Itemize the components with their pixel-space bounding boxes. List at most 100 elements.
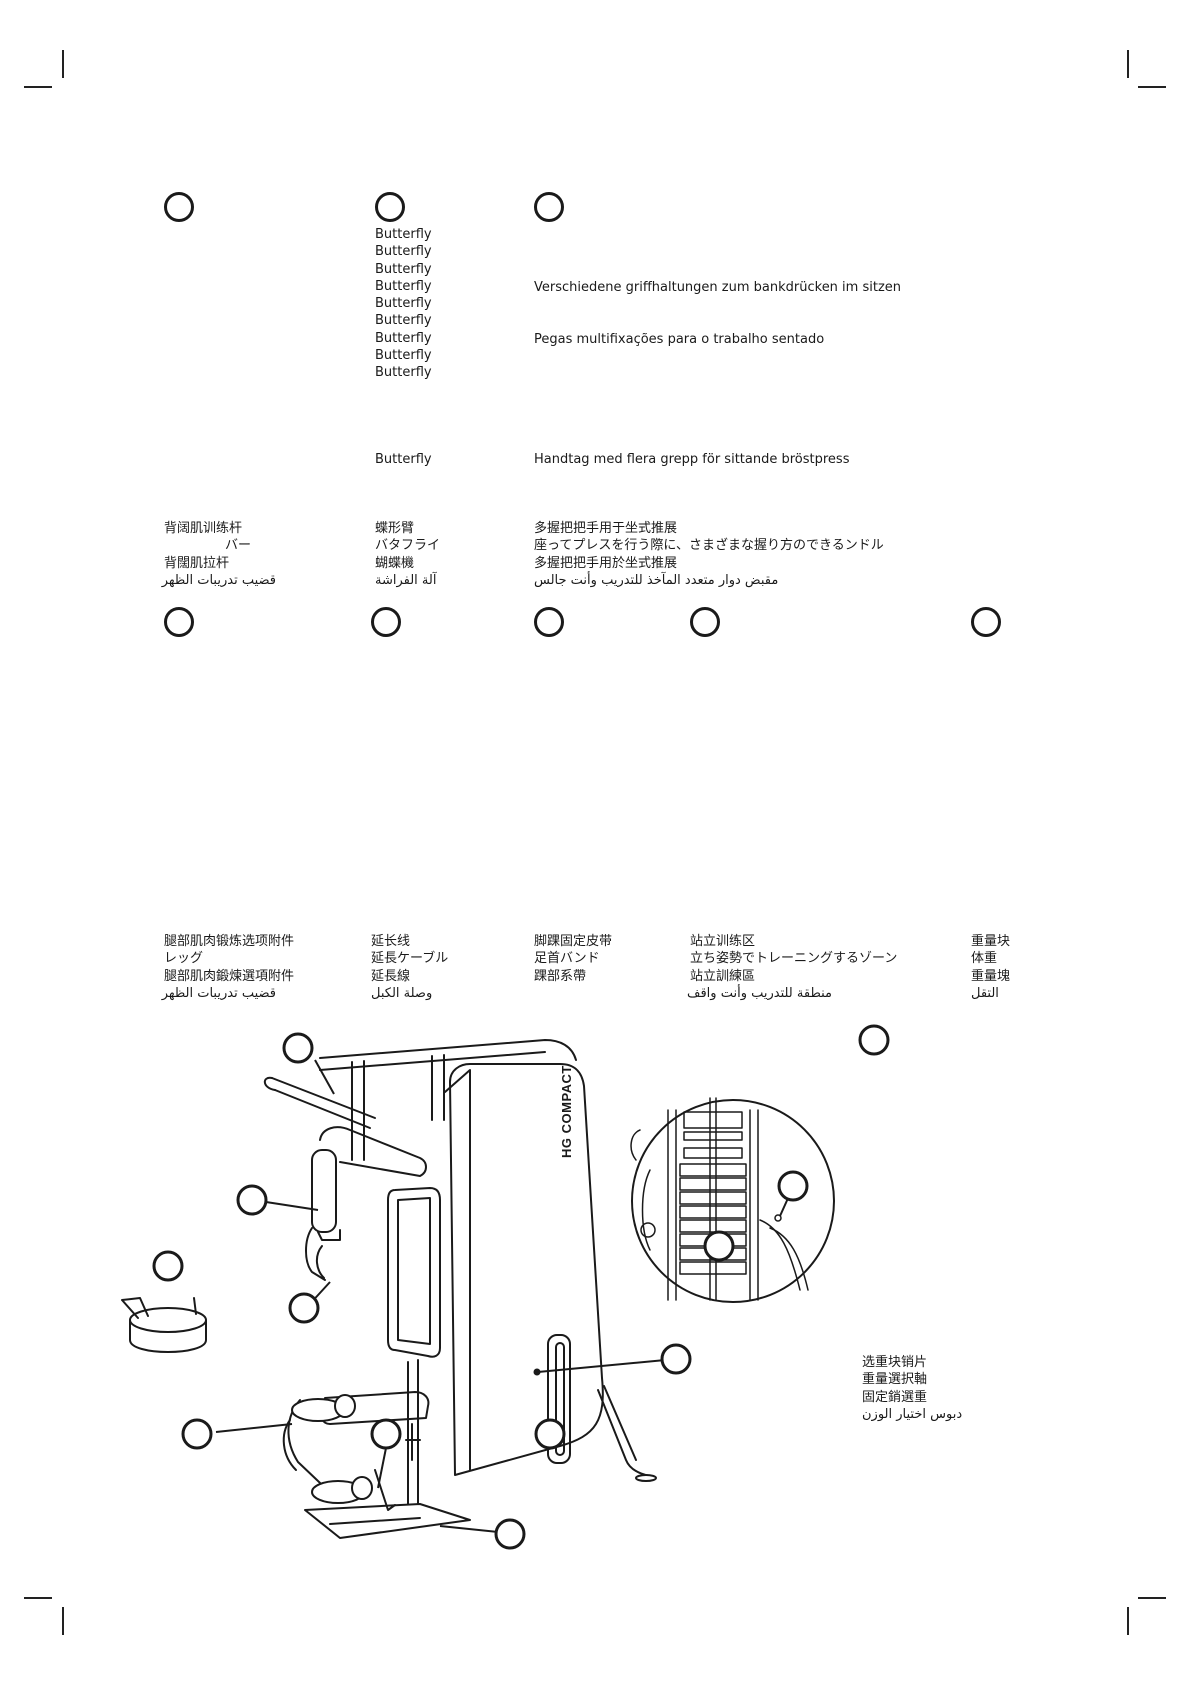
- multigrip-handle-label: مقبض دوار متعدد المآخذ للتدريب وأنت جالس: [534, 572, 779, 588]
- weight-stack-label: التقل: [971, 985, 999, 1001]
- part-marker-circle: [375, 192, 405, 222]
- callout-circle: [534, 1418, 566, 1450]
- standing-zone-label: 站立訓練區: [690, 968, 756, 984]
- callout-circle: [181, 1418, 213, 1450]
- butterfly-pad: [311, 1149, 337, 1233]
- lat-bar-label: 背闊肌拉杆: [164, 555, 230, 571]
- butterfly-label: Butterfly: [375, 365, 432, 381]
- weight-stack-labels: 重量块 体重 重量塊 التقل: [971, 933, 1010, 1002]
- lat-bar-drawing: [271, 1077, 376, 1129]
- multigrip-handle-label: 座ってプレスを行う際に、さまざまな握り方のできるンドル: [534, 538, 884, 554]
- lat-bar-labels: 背阔肌训练杆 バー 背闊肌拉杆 قضيب تدريبات الظهر: [161, 520, 276, 589]
- crop-mark: [1138, 1597, 1166, 1599]
- standing-zone-labels: 站立训练区 立ち姿勢でトレーニングするゾーン 站立訓練區 منطقة للتدر…: [687, 933, 898, 1002]
- callout-circle: [660, 1343, 692, 1375]
- multigrip-handle-sv: Handtag med flera grepp för sittande brö…: [534, 452, 850, 467]
- butterfly-label-sv: Butterfly: [375, 452, 432, 467]
- butterfly-label: آلة الفراشة: [375, 572, 437, 588]
- backrest: [387, 1187, 441, 1358]
- selector-pin-label: 重量選択軸: [862, 1372, 928, 1388]
- machine-tower: [449, 1063, 604, 1476]
- part-marker-circle: [690, 607, 720, 637]
- butterfly-arm-drawing: [319, 1126, 427, 1177]
- leg-attachment-labels: 腿部肌肉锻炼选项附件 レッグ 腿部肌肉鍛煉選項附件 قضيب تدريبات ا…: [161, 933, 295, 1002]
- ankle-strap-drawing: [121, 1297, 207, 1353]
- multigrip-handle-pt: Pegas multifixações para o trabalho sent…: [534, 332, 825, 347]
- callout-circle: [282, 1032, 314, 1064]
- leg-attachment-label: 腿部肌肉鍛煉選項附件: [164, 968, 295, 984]
- callout-circle: [236, 1184, 268, 1216]
- standing-zone-label: 立ち姿勢でトレーニングするゾーン: [690, 951, 898, 967]
- weight-stack-label: 体重: [971, 951, 998, 967]
- lat-bar-label: قضيب تدريبات الظهر: [161, 572, 276, 588]
- callout-circle: [703, 1230, 735, 1262]
- ankle-strap-labels: 脚踝固定皮带 足首バンド 踝部系帶: [534, 933, 612, 985]
- callout-circle: [288, 1292, 320, 1324]
- part-marker-circle: [164, 192, 194, 222]
- butterfly-label: Butterfly: [375, 278, 432, 294]
- extension-cable-label: 延长线: [371, 934, 411, 949]
- lat-bar-label: バー: [225, 538, 252, 554]
- crop-mark: [62, 50, 64, 78]
- butterfly-label: Butterfly: [375, 348, 432, 364]
- leg-attachment-label: قضيب تدريبات الظهر: [161, 985, 276, 1001]
- butterfly-label-list: Butterfly Butterfly Butterfly Butterfly …: [375, 226, 432, 382]
- part-marker-circle: [164, 607, 194, 637]
- crop-mark: [1127, 50, 1129, 78]
- butterfly-label: Butterfly: [375, 227, 432, 242]
- callout-circle: [370, 1418, 402, 1450]
- butterfly-label: Butterfly: [375, 313, 432, 329]
- leg-attachment-label: 腿部肌肉锻炼选项附件: [164, 934, 295, 949]
- weight-stack-label: 重量块: [971, 934, 1011, 949]
- part-marker-circle: [534, 192, 564, 222]
- brand-label: HG COMPACT: [559, 1065, 574, 1158]
- part-marker-circle: [371, 607, 401, 637]
- crop-mark: [1138, 86, 1166, 88]
- crop-mark: [24, 1597, 52, 1599]
- callout-circle: [777, 1170, 809, 1202]
- standing-zone-label: 站立训练区: [690, 934, 756, 949]
- multigrip-handle-label: 多握把把手用于坐式推展: [534, 521, 678, 536]
- selector-pin-label: 固定銷選重: [862, 1389, 928, 1405]
- callout-circle: [858, 1024, 890, 1056]
- weight-stack-detail-circle: [631, 1099, 835, 1303]
- ankle-strap-label: 脚踝固定皮带: [534, 934, 613, 949]
- butterfly-asian-labels: 蝶形臂 バタフライ 蝴蝶機 آلة الفراشة: [375, 520, 441, 589]
- selector-pin-label: دبوس اختيار الوزن: [862, 1406, 963, 1422]
- butterfly-label: バタフライ: [375, 538, 441, 554]
- part-marker-circle: [971, 607, 1001, 637]
- extension-cable-labels: 延长线 延長ケーブル 延長線 وصلة الكبل: [371, 933, 448, 1002]
- multigrip-handle-de: Verschiedene griffhaltungen zum bankdrüc…: [534, 280, 902, 295]
- top-frame: [319, 1039, 577, 1061]
- leg-attachment-label: レッグ: [164, 951, 204, 967]
- standing-zone-label: منطقة للتدريب وأنت واقف: [687, 985, 832, 1001]
- ankle-strap-label: 踝部系帶: [534, 968, 587, 984]
- callout-circle: [494, 1518, 526, 1550]
- multigrip-handle-drawing: [305, 1227, 326, 1281]
- selector-pin-labels: 选重块销片 重量選択軸 固定銷選重 دبوس اختيار الوزن: [862, 1354, 966, 1423]
- tower-slot: [547, 1334, 571, 1464]
- callout-circle: [152, 1250, 184, 1282]
- butterfly-label: 蝶形臂: [375, 521, 415, 536]
- ankle-strap-label: 足首バンド: [534, 951, 600, 967]
- multigrip-handle-label: 多握把把手用於坐式推展: [534, 555, 678, 571]
- butterfly-label: Butterfly: [375, 244, 432, 260]
- part-marker-circle: [534, 607, 564, 637]
- multigrip-asian-labels: 多握把把手用于坐式推展 座ってプレスを行う際に、さまざまな握り方のできるンドル …: [534, 520, 884, 589]
- butterfly-label: 蝴蝶機: [375, 555, 415, 571]
- extension-cable-label: 延長線: [371, 968, 411, 984]
- extension-cable-label: 延長ケーブル: [371, 951, 449, 967]
- crop-mark: [24, 86, 52, 88]
- lat-bar-label: 背阔肌训练杆: [164, 521, 243, 536]
- crop-mark: [62, 1607, 64, 1635]
- crop-mark: [1127, 1607, 1129, 1635]
- extension-cable-label: وصلة الكبل: [371, 985, 433, 1001]
- butterfly-label: Butterfly: [375, 330, 432, 346]
- rear-leg: [597, 1385, 651, 1477]
- butterfly-label: Butterfly: [375, 261, 432, 277]
- weight-stack-detail: [630, 1097, 809, 1301]
- weight-stack-label: 重量塊: [971, 968, 1011, 984]
- butterfly-label: Butterfly: [375, 296, 432, 312]
- selector-pin-label: 选重块销片: [862, 1355, 928, 1370]
